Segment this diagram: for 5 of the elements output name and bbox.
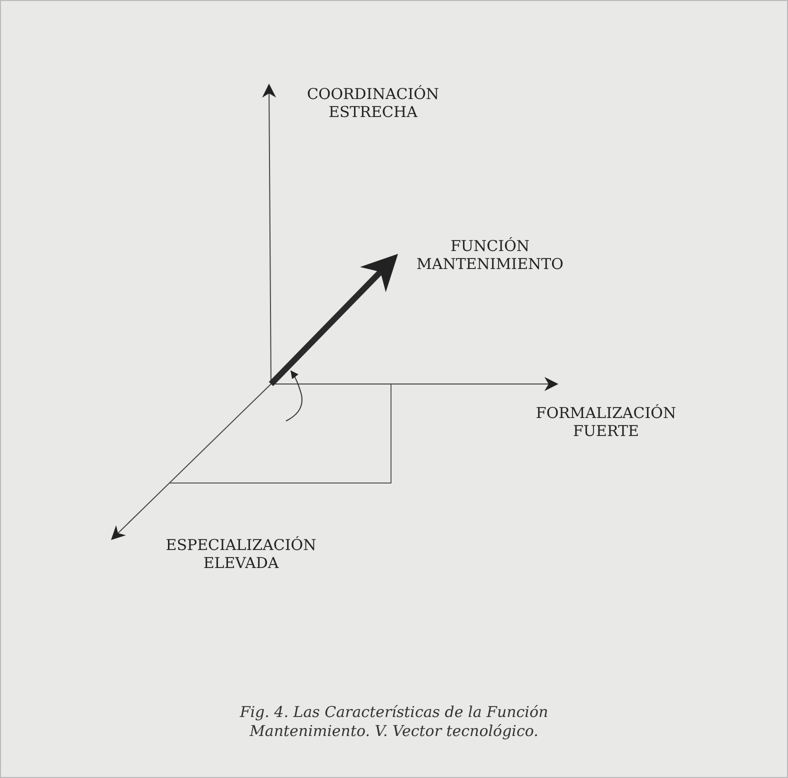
axis-label: ESPECIALIZACIÓN ELEVADA bbox=[164, 536, 318, 572]
axis-label: FUNCIÓN MANTENIMIENTO bbox=[416, 237, 564, 273]
axis-label: COORDINACIÓN ESTRECHA bbox=[306, 85, 440, 121]
figure-caption: Fig. 4. Las Características de la Función Mantenimiento. V. Vector tecnológico. bbox=[238, 703, 550, 741]
axis-label: FORMALIZACIÓN FUERTE bbox=[534, 404, 678, 440]
